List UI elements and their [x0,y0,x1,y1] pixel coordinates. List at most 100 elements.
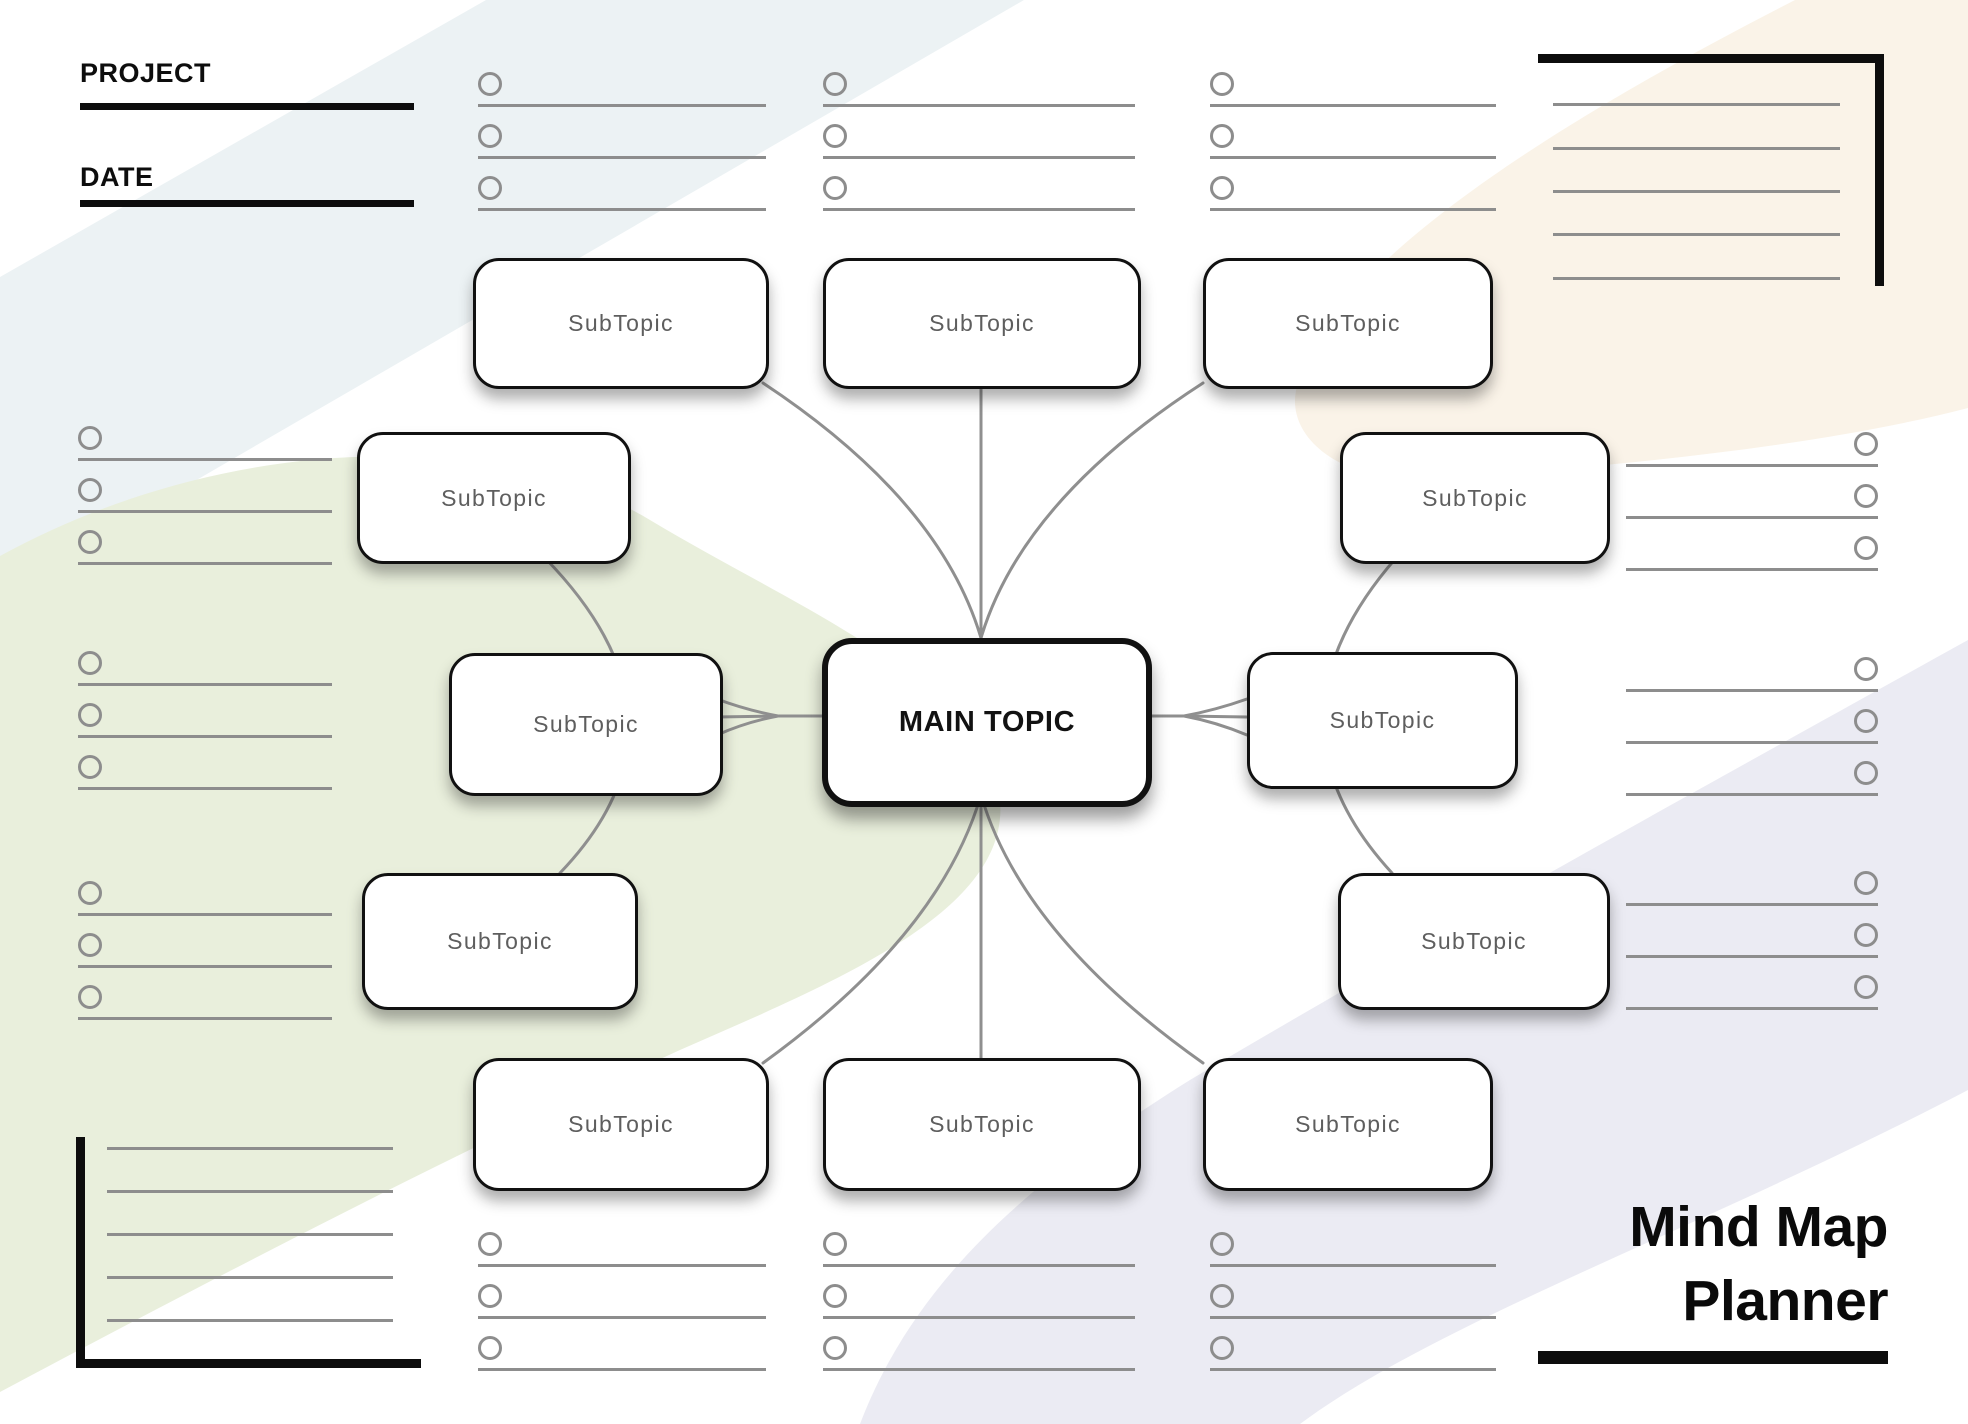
note-line[interactable] [1553,147,1840,150]
circle-bullet-icon[interactable] [478,72,502,96]
write-in-line[interactable] [78,1017,332,1020]
write-in-line[interactable] [478,156,766,159]
checklist-item [1626,744,1878,796]
subtopic-node-upper-right[interactable]: SubTopic [1340,432,1610,564]
write-in-line[interactable] [823,104,1135,107]
circle-bullet-icon[interactable] [1210,1336,1234,1360]
write-in-line[interactable] [1210,156,1496,159]
circle-bullet-icon[interactable] [478,176,502,200]
write-in-line[interactable] [1626,568,1878,571]
circle-bullet-icon[interactable] [78,755,102,779]
circle-bullet-icon[interactable] [78,530,102,554]
circle-bullet-icon[interactable] [478,1336,502,1360]
circle-bullet-icon[interactable] [1854,871,1878,895]
write-in-line[interactable] [823,208,1135,211]
circle-bullet-icon[interactable] [823,1284,847,1308]
write-in-line[interactable] [1626,464,1878,467]
circle-bullet-icon[interactable] [1210,1232,1234,1256]
write-in-line[interactable] [78,458,332,461]
circle-bullet-icon[interactable] [478,124,502,148]
circle-bullet-icon[interactable] [78,703,102,727]
subtopic-node-bottom-right[interactable]: SubTopic [1203,1058,1493,1191]
note-line[interactable] [1553,190,1840,193]
circle-bullet-icon[interactable] [78,426,102,450]
note-line[interactable] [107,1276,393,1279]
write-in-line[interactable] [1626,793,1878,796]
circle-bullet-icon[interactable] [1210,72,1234,96]
circle-bullet-icon[interactable] [1854,536,1878,560]
write-in-line[interactable] [1626,1007,1878,1010]
write-in-line[interactable] [78,965,332,968]
subtopic-node-lower-left[interactable]: SubTopic [362,873,638,1010]
circle-bullet-icon[interactable] [1854,657,1878,681]
circle-bullet-icon[interactable] [1854,761,1878,785]
note-line[interactable] [107,1147,393,1150]
write-in-line[interactable] [1210,1264,1496,1267]
subtopic-node-top-left[interactable]: SubTopic [473,258,769,389]
subtopic-node-middle-right[interactable]: SubTopic [1247,652,1518,789]
write-in-line[interactable] [78,787,332,790]
write-in-line[interactable] [78,510,332,513]
subtopic-node-bottom-left[interactable]: SubTopic [473,1058,769,1191]
circle-bullet-icon[interactable] [823,176,847,200]
checklist-item [478,55,766,107]
subtopic-node-top-center[interactable]: SubTopic [823,258,1141,389]
note-line[interactable] [107,1319,393,1322]
write-in-line[interactable] [78,913,332,916]
subtopic-node-upper-left[interactable]: SubTopic [357,432,631,564]
circle-bullet-icon[interactable] [78,478,102,502]
circle-bullet-icon[interactable] [478,1284,502,1308]
circle-bullet-icon[interactable] [78,651,102,675]
note-line[interactable] [107,1190,393,1193]
write-in-line[interactable] [78,562,332,565]
write-in-line[interactable] [1626,955,1878,958]
write-in-line[interactable] [1626,516,1878,519]
circle-bullet-icon[interactable] [1854,923,1878,947]
write-in-line[interactable] [478,1264,766,1267]
connector-right-fan-lower [1182,714,1249,737]
write-in-line[interactable] [823,1368,1135,1371]
write-in-line[interactable] [478,104,766,107]
circle-bullet-icon[interactable] [823,124,847,148]
subtopic-node-middle-left[interactable]: SubTopic [449,653,723,796]
write-in-line[interactable] [78,683,332,686]
circle-bullet-icon[interactable] [823,1336,847,1360]
write-in-line[interactable] [1626,903,1878,906]
circle-bullet-icon[interactable] [478,1232,502,1256]
circle-bullet-icon[interactable] [1854,709,1878,733]
note-line[interactable] [1553,103,1840,106]
circle-bullet-icon[interactable] [1210,176,1234,200]
date-fill-line[interactable] [80,200,414,207]
main-topic-node[interactable]: MAIN TOPIC [822,638,1152,807]
write-in-line[interactable] [823,1316,1135,1319]
write-in-line[interactable] [478,1316,766,1319]
circle-bullet-icon[interactable] [823,72,847,96]
write-in-line[interactable] [823,156,1135,159]
circle-bullet-icon[interactable] [1854,975,1878,999]
write-in-line[interactable] [823,1264,1135,1267]
write-in-line[interactable] [1210,1368,1496,1371]
circle-bullet-icon[interactable] [823,1232,847,1256]
write-in-line[interactable] [1210,104,1496,107]
write-in-line[interactable] [478,1368,766,1371]
circle-bullet-icon[interactable] [1854,432,1878,456]
circle-bullet-icon[interactable] [1210,1284,1234,1308]
circle-bullet-icon[interactable] [1210,124,1234,148]
circle-bullet-icon[interactable] [78,933,102,957]
subtopic-node-top-right[interactable]: SubTopic [1203,258,1493,389]
note-line[interactable] [1553,233,1840,236]
write-in-line[interactable] [1626,689,1878,692]
circle-bullet-icon[interactable] [78,985,102,1009]
subtopic-node-lower-right[interactable]: SubTopic [1338,873,1610,1010]
note-line[interactable] [1553,277,1840,280]
write-in-line[interactable] [1210,208,1496,211]
subtopic-node-bottom-center[interactable]: SubTopic [823,1058,1141,1191]
note-line[interactable] [107,1233,393,1236]
project-fill-line[interactable] [80,103,414,110]
circle-bullet-icon[interactable] [1854,484,1878,508]
write-in-line[interactable] [78,735,332,738]
write-in-line[interactable] [1210,1316,1496,1319]
circle-bullet-icon[interactable] [78,881,102,905]
write-in-line[interactable] [478,208,766,211]
write-in-line[interactable] [1626,741,1878,744]
